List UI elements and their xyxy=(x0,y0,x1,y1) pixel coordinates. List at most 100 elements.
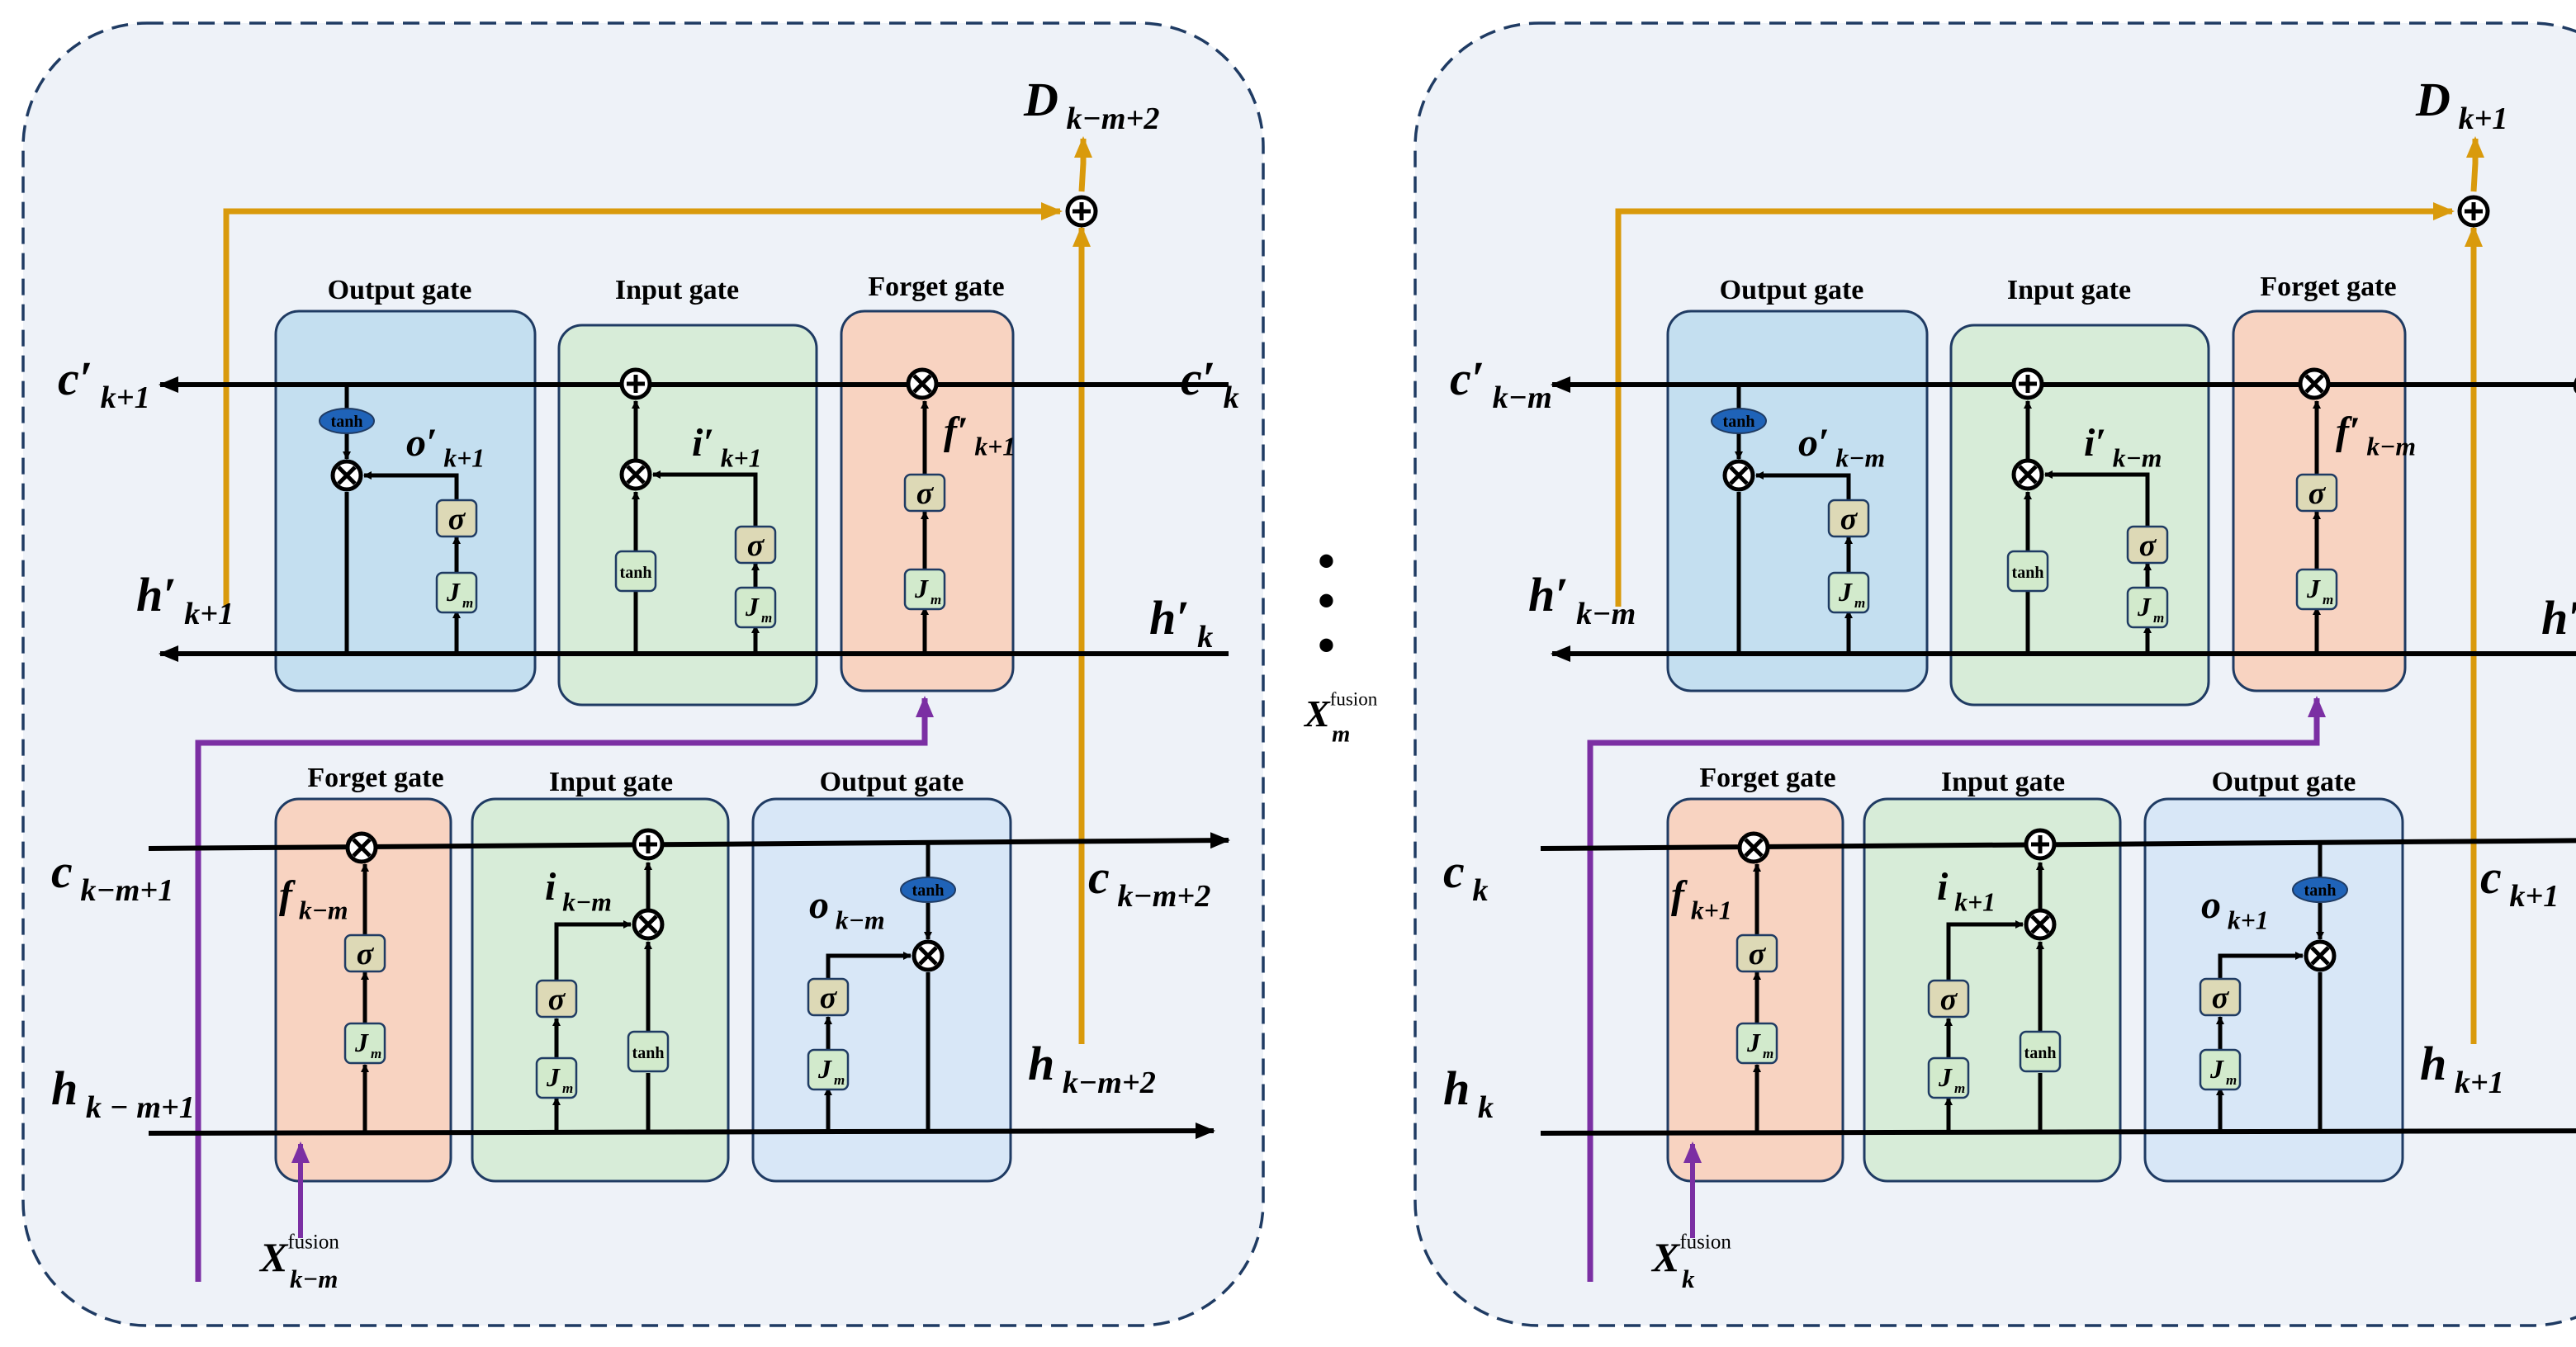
right-title-forget-lower: Forget gate xyxy=(1699,763,1835,793)
tanh-label: tanh xyxy=(2024,1044,2057,1062)
j-subscript: m xyxy=(562,1080,573,1096)
left-title-input-upper: Input gate xyxy=(615,275,739,305)
left-label-o: o k−m xyxy=(809,883,885,934)
j-rect xyxy=(343,1022,386,1065)
left-input-gate-lower xyxy=(471,797,730,1183)
j-symbol: J xyxy=(1838,577,1853,607)
right-label-o-text: o k+1 xyxy=(2201,883,2269,934)
sigma-symbol: σ xyxy=(357,937,375,971)
j-symbol: J xyxy=(2137,592,2152,622)
left-label-h-prime-out: h′ k+1 xyxy=(136,568,234,631)
tanh-label: tanh xyxy=(632,1044,665,1062)
right-label-c-prime-in-text: c′ k−m+1 xyxy=(2573,352,2576,415)
j-rect xyxy=(535,1056,578,1099)
right-label-h-out-text: h k+1 xyxy=(2420,1037,2504,1100)
sigma-symbol: σ xyxy=(820,981,838,1015)
right-output-gate-lower xyxy=(2143,797,2404,1183)
j-rect xyxy=(807,1048,850,1091)
center-dot-0: • xyxy=(1317,534,1334,588)
left-input-upper-mult xyxy=(619,458,652,491)
right-label-i: i k+1 xyxy=(1937,865,1996,916)
left-sigma-forget-lower: σ xyxy=(343,933,386,973)
j-subscript: m xyxy=(1763,1046,1773,1061)
j-symbol: J xyxy=(546,1062,561,1092)
right-forget-lower-mult xyxy=(1737,831,1770,864)
multiply-icon xyxy=(2304,374,2324,394)
right-ol-6 xyxy=(2218,952,2304,979)
right-output-gate-upper xyxy=(1666,310,1929,692)
plus-icon xyxy=(2019,375,2037,393)
j-symbol: J xyxy=(2306,574,2321,603)
j-subscript: m xyxy=(834,1072,845,1088)
right-label-f: f k+1 xyxy=(1671,873,1732,924)
right-output-upper-mult xyxy=(1722,459,1755,492)
left-sigma-output-upper: σ xyxy=(435,499,478,538)
multiply-icon xyxy=(337,466,357,485)
right-title-output-lower: Output gate xyxy=(2212,767,2356,797)
j-symbol: J xyxy=(2209,1054,2224,1084)
sigma-symbol: σ xyxy=(1749,937,1767,971)
left-label-c-prime-in-text: c′ k xyxy=(1181,352,1239,415)
tanh-label: tanh xyxy=(2012,564,2044,582)
j-rect xyxy=(903,568,946,611)
left-c-line xyxy=(148,832,1230,851)
center-dot-2: • xyxy=(1317,618,1334,673)
sigma-rect xyxy=(1927,979,1970,1019)
right-ou-6 xyxy=(1755,471,1851,500)
left-sigma-input-lower: σ xyxy=(535,979,578,1019)
sigma-rect xyxy=(2295,473,2338,513)
left-tanh-output-upper: tanh xyxy=(319,408,375,434)
left-gold-to-D xyxy=(1074,136,1092,192)
tanh-ellipse-label: tanh xyxy=(331,413,363,431)
right-tanh-input-upper: tanh xyxy=(2006,550,2049,593)
right-label-c-prime-out: c′ k−m xyxy=(1450,352,1552,415)
right-label-c-in-text: c k xyxy=(1443,844,1488,908)
center-dot-1: • xyxy=(1317,574,1334,628)
left-c-plus xyxy=(632,828,665,861)
left-output-gate-lower xyxy=(751,797,1012,1183)
left-label-o-text: o k−m xyxy=(809,883,885,934)
tanh-label: tanh xyxy=(620,564,652,582)
right-label-h-in-text: h k xyxy=(1443,1061,1494,1125)
tanh-ellipse-label: tanh xyxy=(2304,881,2337,900)
left-tanh-input-upper: tanh xyxy=(614,550,657,593)
left-label-h-prime-in: h′ k xyxy=(1149,591,1213,655)
left-h-line xyxy=(148,1122,1215,1140)
left-ol-6 xyxy=(826,952,912,979)
left-label-c-in: c k−m+1 xyxy=(51,844,173,908)
right-label-h-out: h k+1 xyxy=(2420,1037,2504,1100)
left-label-c-in-text: c k−m+1 xyxy=(51,844,173,908)
right-h-line xyxy=(1540,1128,2576,1136)
left-label-i: i k−m xyxy=(545,865,612,916)
left-label-f: f k−m xyxy=(279,873,348,924)
right-tanh-output-upper: tanh xyxy=(1711,408,1767,434)
j-subscript: m xyxy=(930,592,941,607)
multiply-icon xyxy=(2030,915,2050,934)
left-sigma-output-lower: σ xyxy=(807,977,850,1017)
right-label-i-prime: i′ k−m xyxy=(2084,421,2162,472)
sigma-symbol: σ xyxy=(916,476,935,511)
right-title-input-upper: Input gate xyxy=(2007,275,2131,305)
j-rect xyxy=(435,571,478,614)
sigma-rect xyxy=(734,525,777,565)
tanh-ellipse-shape xyxy=(900,877,956,903)
right-label-o-prime-text: o′ k−m xyxy=(1798,421,1885,472)
j-rect xyxy=(2126,586,2169,629)
left-il-6 xyxy=(554,920,632,981)
left-title-output-upper: Output gate xyxy=(328,275,472,305)
sigma-rect xyxy=(1827,499,1870,538)
j-subscript: m xyxy=(371,1046,381,1061)
sigma-rect xyxy=(2126,525,2169,565)
tanh-rect xyxy=(627,1030,670,1073)
j-rect xyxy=(1735,1022,1778,1065)
right-il-6 xyxy=(1946,920,2024,981)
plus-icon xyxy=(639,835,657,853)
right-input-upper-mult xyxy=(2011,458,2044,491)
sigma-rect xyxy=(535,979,578,1019)
right-label-c-out: c k+1 xyxy=(2480,850,2559,914)
left-output-upper-mult xyxy=(330,459,363,492)
